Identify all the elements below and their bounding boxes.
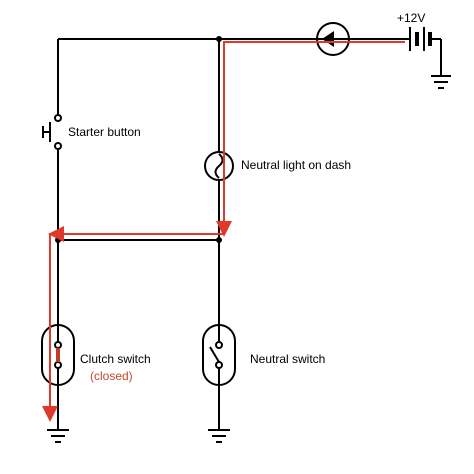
clutch-switch-symbol <box>41 324 75 386</box>
neutral-switch-label: Neutral switch <box>250 352 325 366</box>
ground-icon <box>47 429 69 443</box>
supply-label: +12V <box>397 11 425 25</box>
clutch-state-label: (closed) <box>90 369 133 383</box>
neutral-switch-symbol <box>202 324 236 386</box>
ground-icon <box>431 75 451 89</box>
gauge-icon <box>316 22 350 56</box>
battery-icon <box>405 27 432 51</box>
starter-button-symbol <box>42 114 62 150</box>
lamp-icon <box>204 151 234 181</box>
clutch-switch-label: Clutch switch <box>80 352 151 366</box>
ground-icon <box>208 429 230 443</box>
starter-button-label: Starter button <box>68 125 141 139</box>
neutral-light-label: Neutral light on dash <box>241 158 351 172</box>
current-flow-path <box>42 41 405 422</box>
junction-dots <box>55 36 222 243</box>
